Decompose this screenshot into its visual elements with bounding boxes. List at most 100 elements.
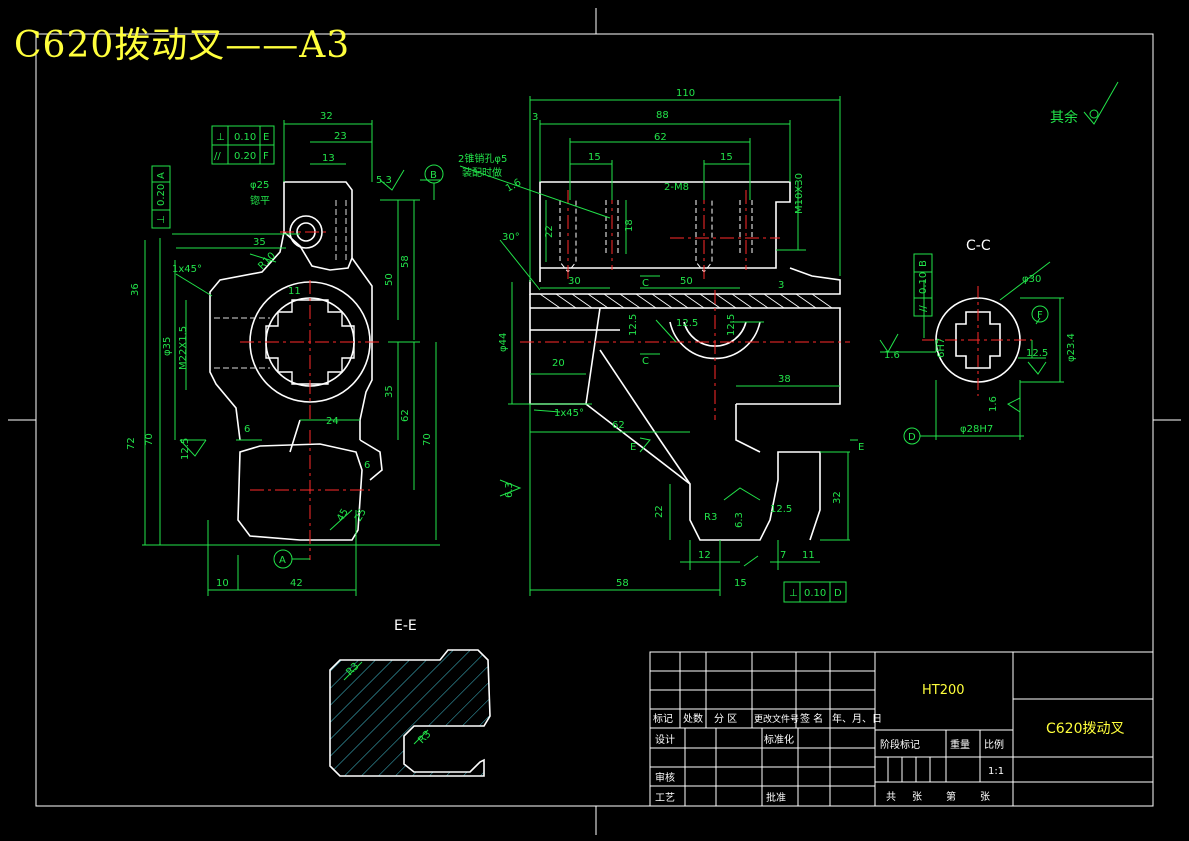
side-dim-16: 1.6 (504, 177, 523, 194)
side-dim-m10: M10X30 (794, 173, 805, 214)
side-dim-125d: 12.5 (770, 504, 792, 515)
tb-stage-mark: 阶段标记 (880, 738, 920, 751)
side-dim-m8: 2-M8 (664, 182, 689, 193)
side-tol-ref: D (834, 588, 842, 599)
side-dim-R3: R3 (704, 512, 717, 523)
dim-m22: M22X1.5 (178, 326, 189, 370)
tb-material: HT200 (922, 683, 965, 698)
side-dim-58: 58 (616, 578, 629, 589)
side-view: 110 3 88 62 15 15 2锥销孔φ5 装配时做 1.6 2-M8 M… (458, 88, 864, 603)
tol3-ref: A (156, 172, 167, 179)
side-dim-125b: 12.5 (676, 318, 698, 329)
tb-header-mark: 标记 (653, 713, 673, 725)
side-dim-110: 110 (676, 88, 695, 99)
surface-note-text: 其余 (1050, 109, 1078, 126)
dim-50: 50 (384, 273, 395, 286)
dim-24: 24 (326, 416, 339, 427)
tb-part-name: C620拨动叉 (1046, 721, 1125, 737)
cc-dim-phi23: φ23.4 (1066, 333, 1077, 362)
side-dim-15b: 15 (720, 152, 733, 163)
dim-25: 25 (353, 507, 369, 524)
side-dim-88: 88 (656, 110, 669, 121)
dim-35b: 35 (384, 385, 395, 398)
dim-42: 42 (290, 578, 303, 589)
dim-6: 6 (244, 424, 250, 435)
side-dim-3b: 3 (778, 280, 784, 291)
front-tolerance-frames (151, 125, 444, 569)
dim-flat: 锪平 (250, 194, 270, 207)
dim-13: 13 (322, 153, 335, 164)
side-dim-20: 20 (552, 358, 565, 369)
section-label-ee: E-E (394, 618, 417, 634)
tb-total: 共 (886, 791, 896, 803)
side-dim-30deg: 30° (502, 232, 520, 243)
cc-dim-125: 12.5 (1026, 348, 1048, 359)
side-e-mark-right: E (858, 442, 864, 453)
side-dim-22b: 22 (654, 505, 665, 518)
cc-datum-d: D (908, 432, 916, 443)
side-hatch (539, 293, 833, 309)
side-dim-22: 22 (544, 225, 555, 238)
dim-70: 70 (144, 433, 155, 446)
tol3-sym: ⊥ (156, 215, 167, 224)
side-dim-30: 30 (568, 276, 581, 287)
cc-datum-f: F (1037, 310, 1043, 321)
tol2-sym: // (214, 151, 221, 162)
cc-tol-ref: B (918, 260, 929, 267)
cc-dim-phi30: φ30 (1022, 274, 1041, 285)
side-c-mark-top: C (642, 278, 649, 289)
dim-45: 45 (335, 507, 351, 524)
side-dim-125c: 12.5 (726, 314, 737, 336)
tol1-val: 0.10 (234, 132, 256, 143)
tol1-ref: E (263, 132, 269, 143)
side-dim-pin: 2锥销孔φ5 (458, 152, 507, 165)
dim-32: 32 (320, 111, 333, 122)
cc-dim-phi28: φ28H7 (960, 424, 993, 435)
side-dim-1x45: 1x45° (554, 408, 584, 419)
side-dim-3: 3 (532, 112, 538, 123)
tb-header-zone: 分 区 (714, 713, 737, 725)
dim-phi25: φ25 (250, 180, 269, 191)
side-dim-44: φ44 (498, 333, 509, 352)
side-c-mark-bottom: C (642, 356, 649, 367)
side-dim-63: 6.3 (504, 482, 515, 498)
dim-11: 11 (288, 286, 301, 297)
cc-dim-16: 1.6 (884, 350, 900, 361)
tol2-ref: F (263, 151, 269, 162)
tb-weight: 重量 (950, 738, 970, 751)
tb-sheet: 张 (912, 791, 922, 803)
tb-process: 工艺 (655, 792, 675, 804)
side-tol-sym: ⊥ (789, 588, 798, 599)
tb-page-unit: 张 (980, 791, 990, 803)
tb-approve: 批准 (766, 791, 786, 804)
dim-6b: 6 (364, 460, 370, 471)
side-dim-125a: 12.5 (628, 314, 639, 336)
dim-1x45: 1x45° (172, 264, 202, 275)
side-dim-62b: 62 (612, 420, 625, 431)
title-block: 标记 处数 分 区 更改文件号 签 名 年、月、日 设计 标准化 审核 工艺 批… (649, 651, 1154, 807)
side-dim-62: 62 (654, 132, 667, 143)
section-ee-view: R3 R3 (329, 649, 491, 777)
tol1-sym: ⊥ (216, 132, 225, 143)
tb-standardize: 标准化 (764, 733, 794, 746)
section-label-cc: C-C (966, 238, 991, 254)
tb-header-sign: 签 名 (800, 712, 823, 725)
front-view: 32 23 13 φ25 锪平 5.3 35 1x45° R10 11 36 φ… (126, 111, 444, 596)
tb-header-count: 处数 (683, 712, 703, 725)
dim-125: 12.5 (180, 438, 191, 460)
side-e-mark-left: E (630, 442, 636, 453)
side-dim-38: 38 (778, 374, 791, 385)
side-tol-val: 0.10 (804, 588, 826, 599)
dim-72: 72 (126, 437, 137, 450)
dim-36: 36 (130, 283, 141, 296)
cc-dim-16b: 1.6 (988, 396, 999, 412)
tol3-val: 0.20 (156, 184, 167, 206)
datum-b: B (430, 170, 437, 181)
dim-10: 10 (216, 578, 229, 589)
tb-scale: 1:1 (988, 766, 1004, 777)
drawing-title: C620拨动叉——A3 (14, 25, 351, 66)
side-dim-32: 32 (832, 491, 843, 504)
tb-header-date: 年、月、日 (832, 712, 882, 725)
side-tolerance-frame (783, 581, 847, 603)
